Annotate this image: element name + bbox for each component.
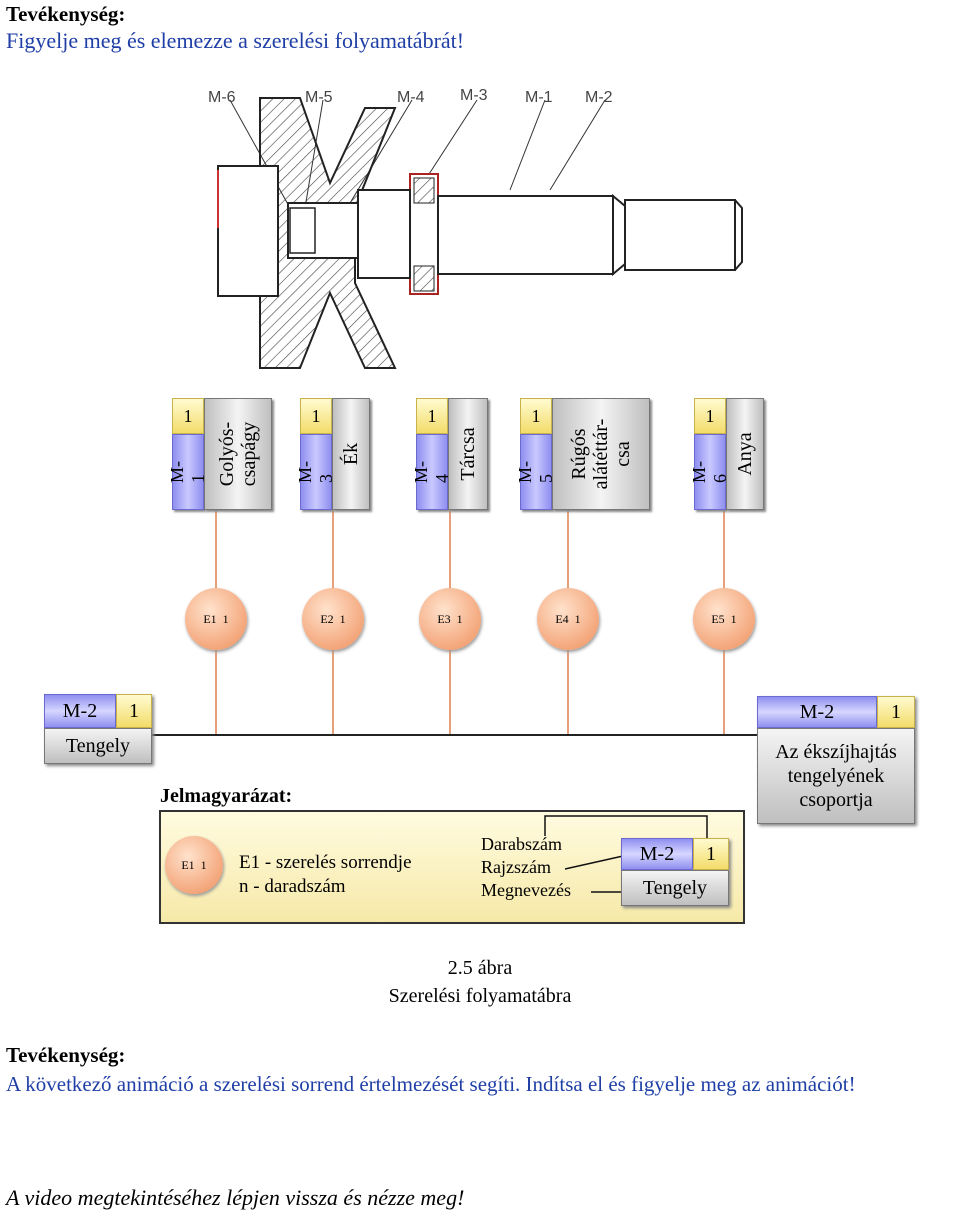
part-drawing-no: M-3: [295, 461, 336, 483]
part-box: 1 M-1 Golyós- csapágy: [167, 398, 272, 510]
drawing-label: M-4: [397, 89, 425, 106]
part-box: 1 M-4 Tárcsa: [411, 398, 488, 510]
drawing-label: M-6: [208, 89, 236, 106]
drawing-label: M-3: [460, 87, 488, 104]
legend-darabszam: Darabszám: [481, 834, 562, 854]
base-drawing-no: M-2: [44, 694, 116, 728]
legend-circle: E1 1: [165, 836, 223, 894]
part-name: Tárcsa: [457, 427, 479, 481]
instruction-text: Figyelje meg és elemezze a szerelési fol…: [6, 28, 465, 53]
part-drawing-no: M-6: [689, 461, 730, 483]
result-box: M-2 1 Az ékszíjhajtás tengelyének csopor…: [757, 696, 915, 824]
result-name: Az ékszíjhajtás tengelyének csoportja: [757, 728, 915, 824]
activity-heading-2: Tevékenység:: [6, 1043, 126, 1067]
base-part-box: M-2 1 Tengely: [44, 694, 152, 764]
figure-caption: Szerelési folyamatábra: [388, 985, 572, 1007]
legend-box-qty: 1: [693, 838, 729, 870]
part-qty: 1: [520, 398, 552, 434]
part-drawing-no: M-4: [411, 461, 452, 483]
video-note: A video megtekintéséhez lépjen vissza és…: [6, 1185, 465, 1210]
part-qty: 1: [300, 398, 332, 434]
legend-megnevezes: Megnevezés: [481, 880, 571, 900]
step-circle: E3 1: [419, 588, 481, 650]
base-qty: 1: [116, 694, 152, 728]
part-box: 1 M-5 Rúgós alátéttár- csa: [515, 398, 650, 510]
part-name: Golyós- csapágy: [216, 421, 260, 487]
legend-box-name: Tengely: [621, 870, 729, 906]
result-qty: 1: [877, 696, 915, 728]
activity-heading: Tevékenység:: [6, 2, 126, 26]
part-qty: 1: [172, 398, 204, 434]
legend-box: E1 1 E1 - szerelés sorrendje n - daradsz…: [159, 810, 745, 924]
part-box: 1 M-3 Ék: [295, 398, 370, 510]
legend-line2: n - daradszám: [239, 876, 346, 897]
part-name: Rúgós alátéttár- csa: [568, 418, 634, 490]
part-qty: 1: [694, 398, 726, 434]
legend-rajzszam: Rajzszám: [481, 857, 551, 877]
part-drawing-no: M-1: [167, 461, 208, 483]
activity-paragraph: A következő animáció a szerelési sorrend…: [6, 1072, 856, 1096]
legend-pointers: [544, 815, 708, 893]
part-name: Ék: [340, 442, 362, 466]
part-qty: 1: [416, 398, 448, 434]
part-name: Anya: [734, 432, 756, 476]
legend-sample-box: M-2 1 Tengely: [621, 838, 729, 906]
step-circle: E5 1: [693, 588, 755, 650]
part-drawing-no: M-5: [515, 461, 556, 483]
step-circle: E4 1: [537, 588, 599, 650]
step-circle: E2 1: [302, 588, 364, 650]
legend-line1: E1 - szerelés sorrendje: [239, 852, 412, 873]
base-name: Tengely: [44, 728, 152, 764]
drawing-label: M-1: [525, 89, 553, 106]
part-box: 1 M-6 Anya: [689, 398, 764, 510]
drawing-label: M-5: [305, 89, 333, 106]
legend-title: Jelmagyarázat:: [160, 785, 293, 807]
legend-box-drawing: M-2: [621, 838, 693, 870]
drawing-label: M-2: [585, 89, 613, 106]
figure-number: 2.5 ábra: [447, 957, 513, 979]
assembly-drawing: M-6 M-5 M-4 M-3 M-1 M-2: [208, 87, 743, 369]
result-drawing-no: M-2: [757, 696, 877, 728]
step-circle: E1 1: [185, 588, 247, 650]
